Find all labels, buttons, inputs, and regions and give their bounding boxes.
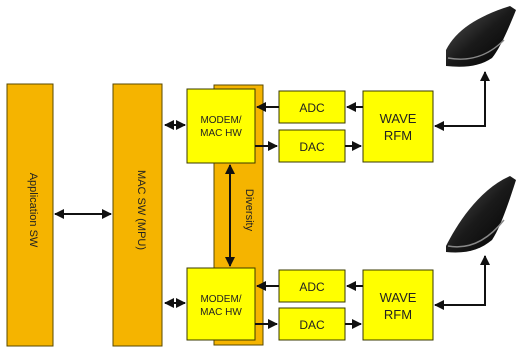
wave-top-label-1: WAVE [380,111,417,126]
mac-sw-label: MAC SW (MPU) [135,170,147,250]
wave-bottom-label-2: RFM [384,307,412,322]
adc-top-label: ADC [299,101,325,115]
dac-top-block: DAC [278,129,346,163]
arrow-wave-antenna-top [434,71,490,131]
mac-sw-block: MAC SW (MPU) [112,83,163,347]
modem-mac-hw-top: MODEM/ MAC HW [186,88,256,164]
wave-rfm-top: WAVE RFM [362,90,434,163]
application-sw-block: Application SW [6,83,54,347]
application-sw-label: Application SW [27,173,39,248]
modem-top-label-2: MAC HW [200,128,242,139]
connection-arrows [54,71,490,329]
wave-bottom-label-1: WAVE [380,290,417,305]
adc-bottom-block: ADC [278,269,346,303]
wave-top-label-2: RFM [384,128,412,143]
adc-bottom-label: ADC [299,280,325,294]
antenna-top-image [446,6,516,67]
dac-bottom-block: DAC [278,307,346,341]
modem-bottom-label-1: MODEM/ [200,294,241,305]
modem-top-label-1: MODEM/ [200,115,241,126]
modem-bottom-label-2: MAC HW [200,307,242,318]
antenna-bottom-image [446,176,516,253]
diversity-label: Diversity [243,189,255,232]
dac-top-label: DAC [299,140,325,154]
arrow-wave-antenna-bottom [434,255,490,310]
modem-mac-hw-bottom: MODEM/ MAC HW [186,267,256,341]
wave-rfm-bottom: WAVE RFM [362,269,434,341]
dac-bottom-label: DAC [299,318,325,332]
adc-top-block: ADC [278,90,346,124]
